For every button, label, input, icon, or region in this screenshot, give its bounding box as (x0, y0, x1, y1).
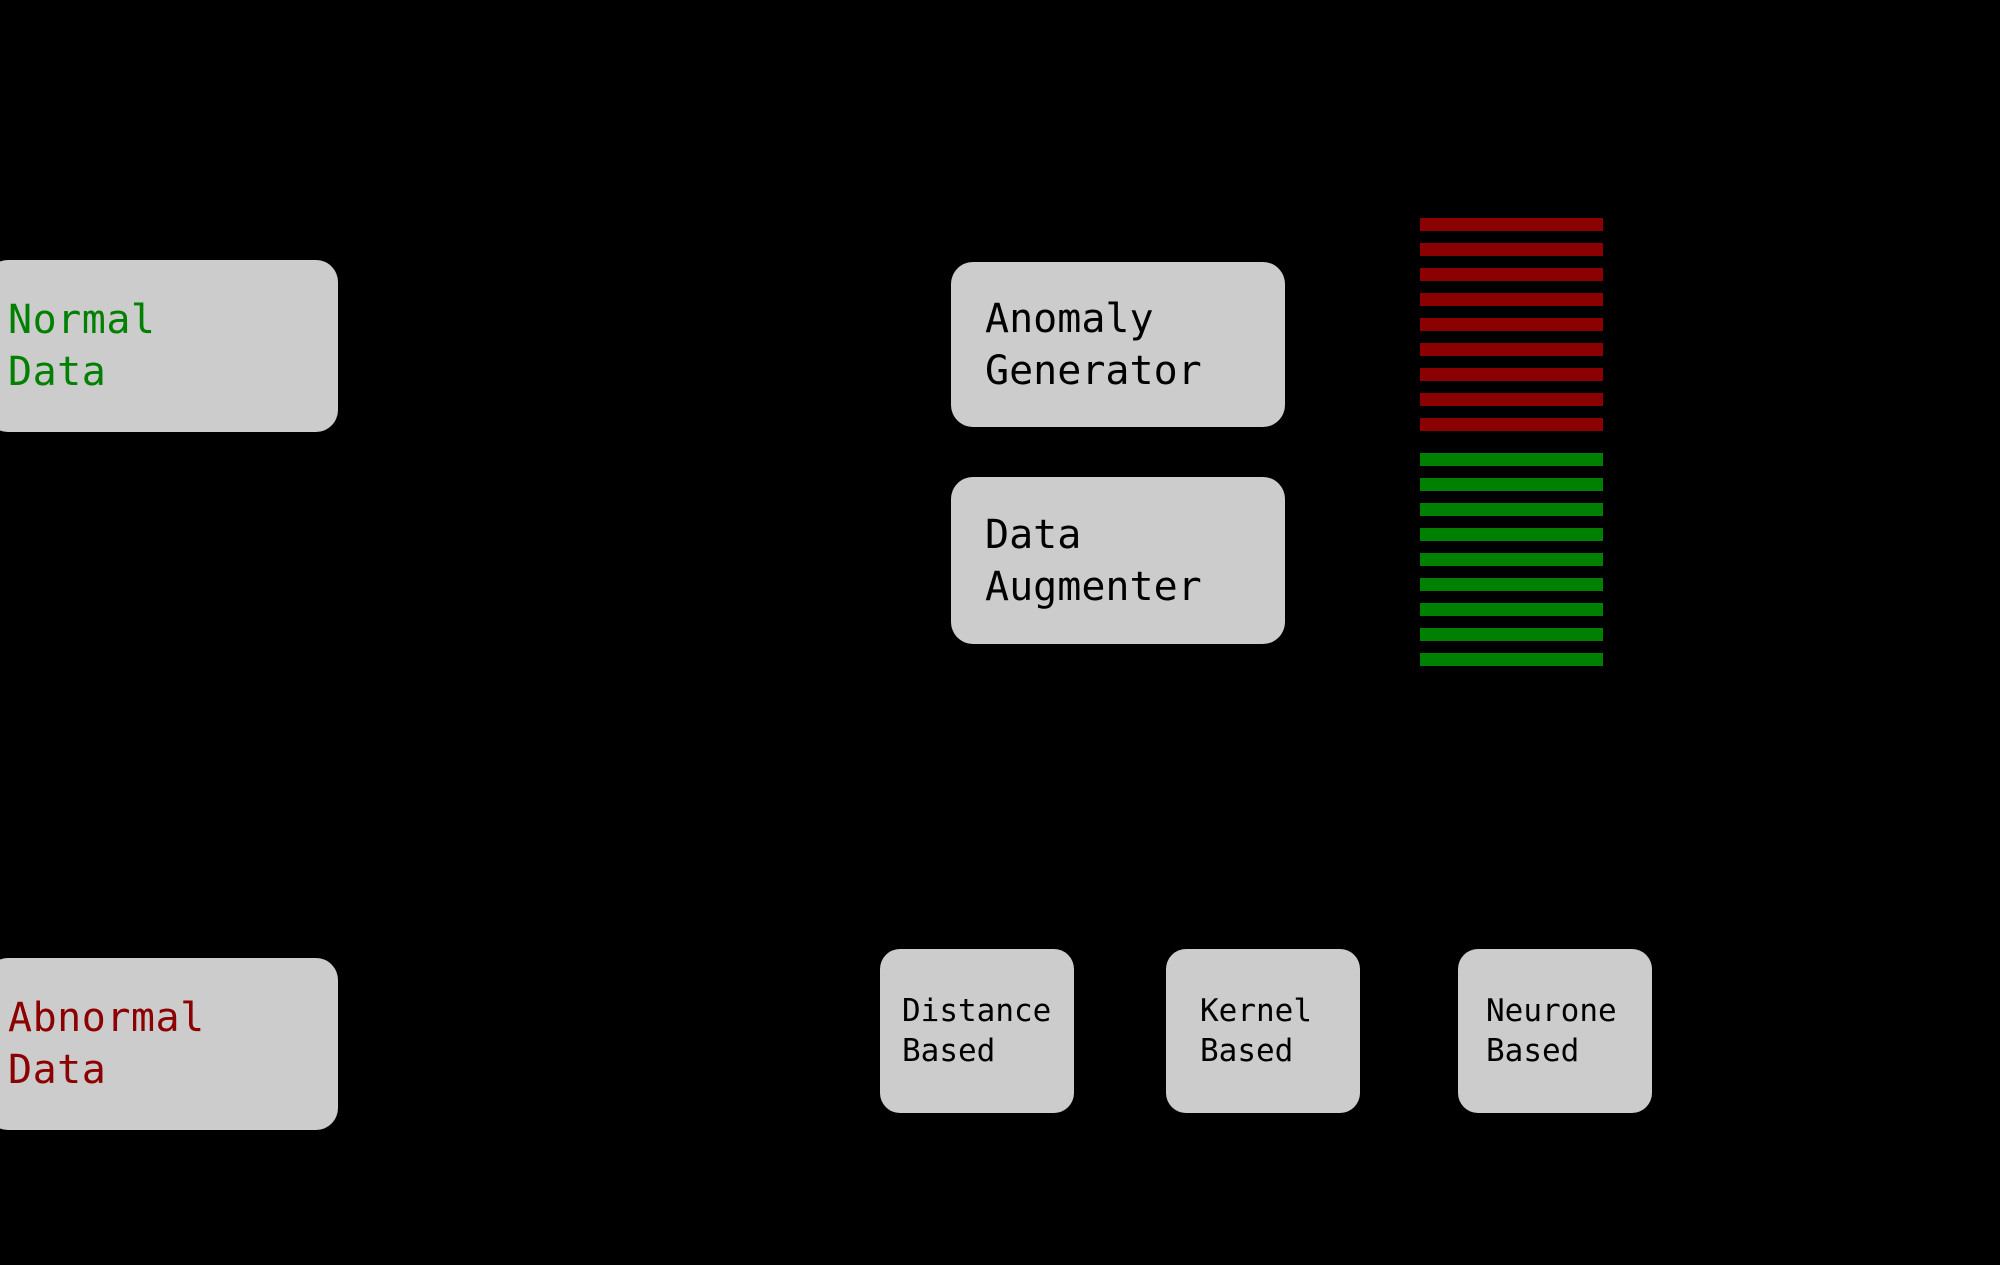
dataset-stripe-abnormal (1420, 218, 1603, 231)
node-normal-data-label-line2: Data (8, 349, 107, 395)
node-neurone-based-label-line1: Neurone (1486, 992, 1617, 1029)
dataset-stripe-normal (1420, 453, 1603, 466)
dataset-stripe-abnormal (1420, 268, 1603, 281)
node-abnormal-data[interactable]: Abnormal Data (0, 958, 338, 1130)
dataset-stripe-abnormal (1420, 393, 1603, 406)
dataset-stripe-normal (1420, 628, 1603, 641)
dataset-stripe-abnormal (1420, 418, 1603, 431)
node-kernel-based-label-line2: Based (1200, 1033, 1294, 1069)
node-anomaly-generator[interactable]: Anomaly Generator (951, 262, 1285, 427)
mixed-dataset-stripes (1420, 218, 1603, 678)
dataset-stripe-normal (1420, 603, 1603, 616)
dataset-stripe-normal (1420, 503, 1603, 516)
node-abnormal-data-label-line2: Data (8, 1047, 107, 1093)
node-data-augmenter[interactable]: Data Augmenter (951, 477, 1285, 644)
node-anomaly-generator-label-line1: Anomaly (985, 295, 1154, 342)
node-data-augmenter-label-line2: Augmenter (985, 563, 1202, 610)
dataset-stripe-normal (1420, 528, 1603, 541)
node-normal-data-label-line1: Normal (8, 297, 156, 343)
node-normal-data[interactable]: Normal Data (0, 260, 338, 432)
node-kernel-based[interactable]: Kernel Based (1166, 949, 1360, 1113)
node-data-augmenter-label-line1: Data (985, 511, 1082, 558)
node-neurone-based[interactable]: Neurone Based (1458, 949, 1652, 1113)
dataset-stripe-normal (1420, 553, 1603, 566)
node-distance-based-label-line1: Distance (902, 992, 1052, 1029)
dataset-stripe-abnormal (1420, 243, 1603, 256)
node-kernel-based-label-line1: Kernel (1200, 992, 1312, 1029)
node-distance-based[interactable]: Distance Based (880, 949, 1074, 1113)
dataset-stripe-abnormal (1420, 368, 1603, 381)
node-anomaly-generator-label-line2: Generator (985, 347, 1202, 394)
dataset-stripe-normal (1420, 578, 1603, 591)
dataset-stripe-abnormal (1420, 293, 1603, 306)
dataset-stripe-normal (1420, 653, 1603, 666)
dataset-stripe-abnormal (1420, 343, 1603, 356)
dataset-stripe-abnormal (1420, 318, 1603, 331)
dataset-stripe-normal (1420, 478, 1603, 491)
node-distance-based-label-line2: Based (902, 1033, 996, 1069)
node-abnormal-data-label-line1: Abnormal (8, 995, 205, 1041)
node-neurone-based-label-line2: Based (1486, 1033, 1580, 1069)
